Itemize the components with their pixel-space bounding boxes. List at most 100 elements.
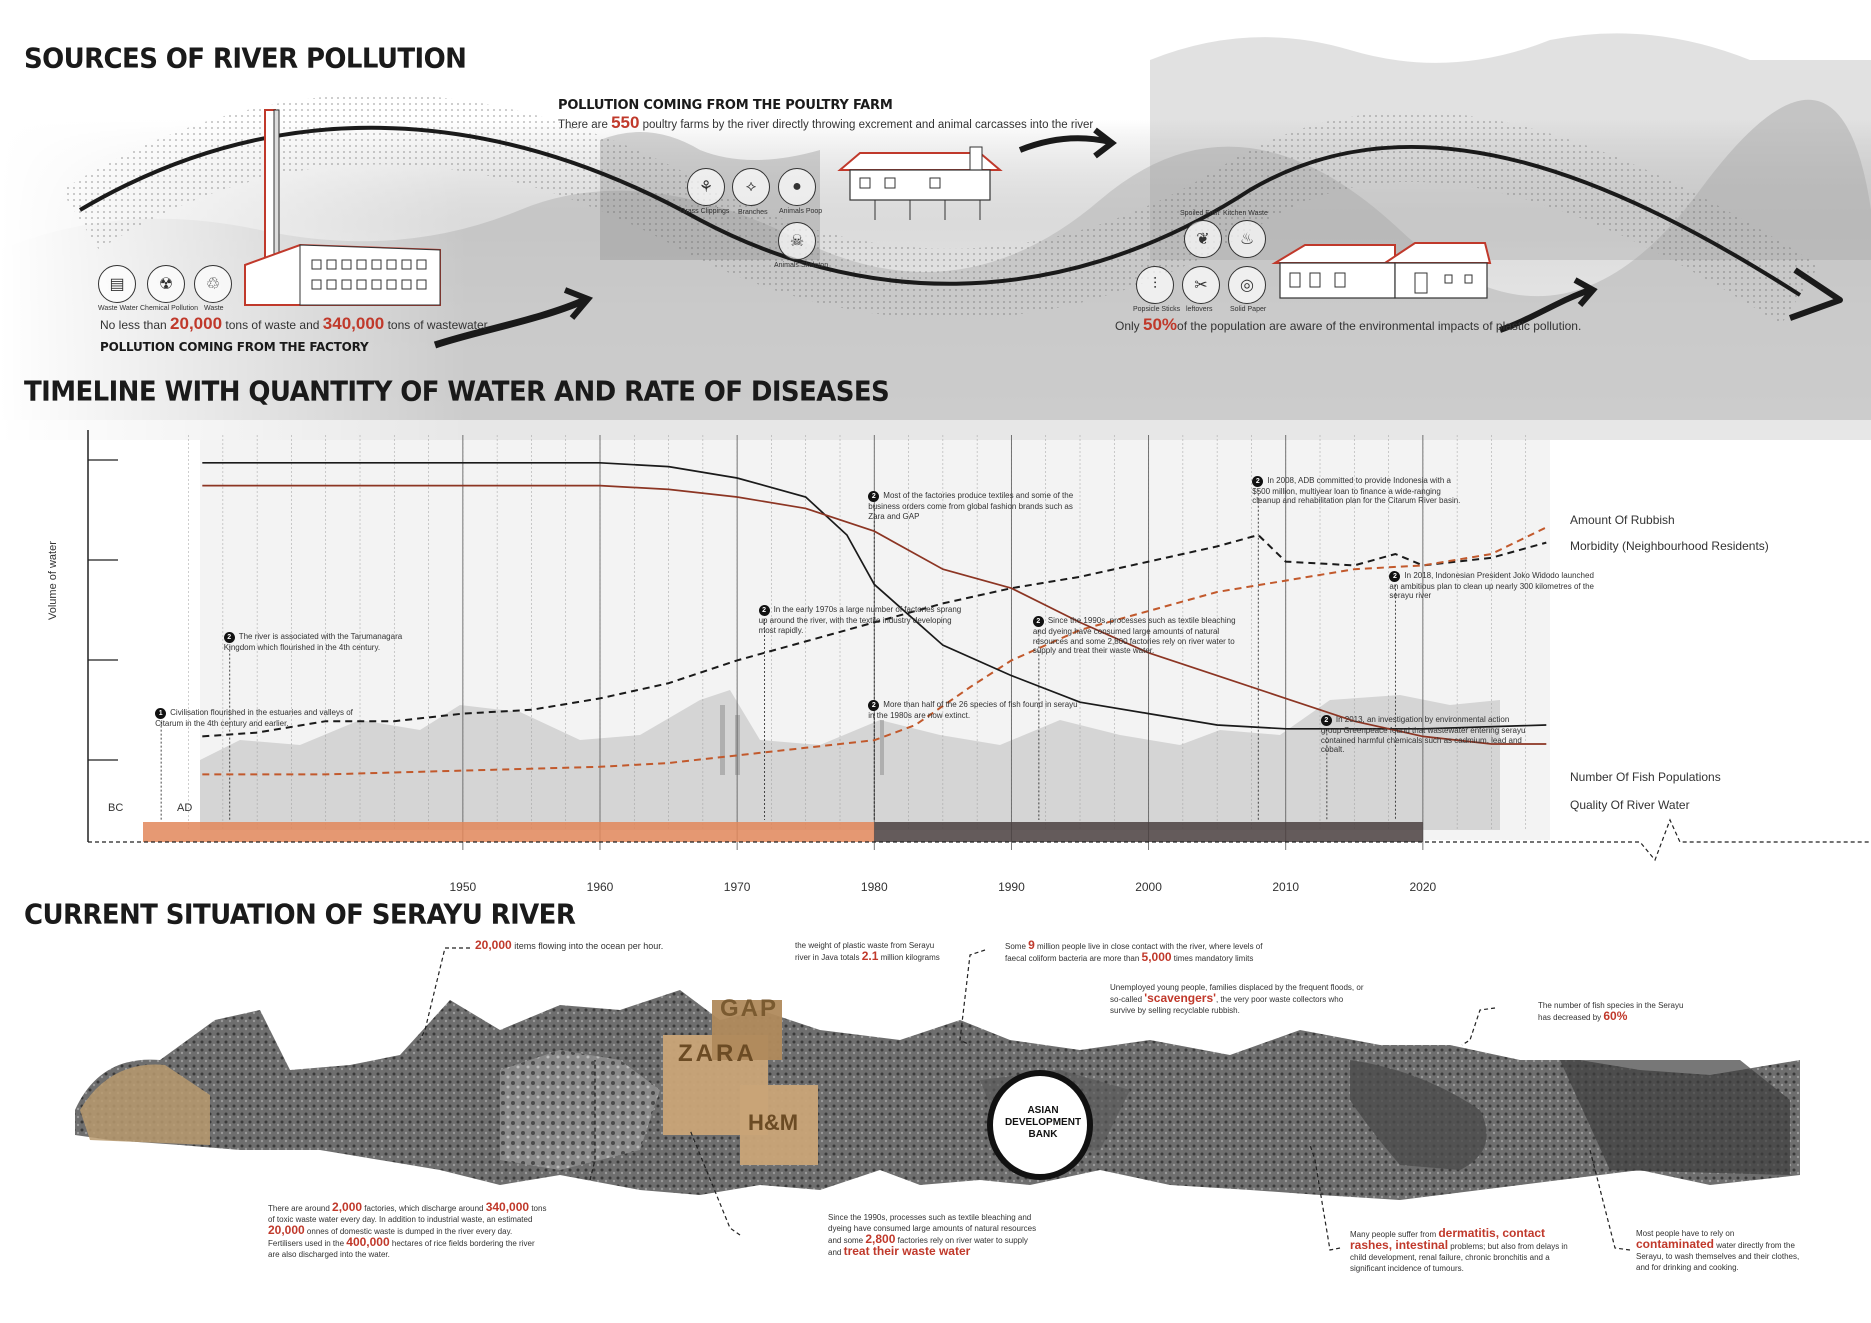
fishbone-icon: ✂ — [1182, 266, 1220, 304]
branches-icon: ⟡ — [732, 168, 770, 206]
paper-icon: ◎ — [1228, 266, 1266, 304]
collage-leader-lines — [419, 947, 1631, 1251]
annotation-badge: 2 — [1252, 475, 1264, 487]
icon-label-waste: Waste — [204, 305, 224, 312]
icon-label-waste-water: Waste Water — [98, 305, 138, 312]
section-title-sources: SOURCES OF RIVER POLLUTION — [24, 43, 467, 75]
annotation-text: Most of the factories produce textiles a… — [868, 491, 1074, 521]
annotation-text: In 2018, Indonesian President Joko Widod… — [1389, 570, 1594, 601]
factory-title: POLLUTION COMING FROM THE FACTORY — [100, 340, 369, 354]
annotation-badge: 2 — [758, 605, 770, 616]
x-tick-label: 2020 — [1409, 880, 1437, 894]
note-plastic-weight: the weight of plastic waste from Serayu … — [795, 941, 940, 963]
annotation-text: More than half of the 26 species of fish… — [868, 700, 1078, 720]
icon-label-popsicle: Popsicle Sticks — [1133, 306, 1181, 313]
annotation-badge: 2 — [1320, 715, 1332, 727]
annotation-badge: 2 — [1032, 616, 1044, 628]
poop-icon: ● — [778, 168, 816, 206]
note-dyeing: Since the 1990s, processes such as texti… — [828, 1213, 1037, 1258]
note-items-per-hour: 20,000 items flowing into the ocean per … — [475, 938, 664, 952]
note-fish-decrease: The number of fish species in the Serayu… — [1538, 1001, 1684, 1023]
legend-water-quality: Quality Of River Water — [1570, 798, 1690, 812]
popsicle-icon: ⫶ — [1136, 266, 1174, 304]
chart-era-bars — [143, 822, 1423, 842]
annotation-text: In 2008, ADB committed to provide Indone… — [1252, 475, 1461, 506]
note-factories: There are around 2,000 factories, which … — [268, 1200, 547, 1259]
era-label-ad: AD — [177, 802, 193, 814]
era-bar-modern — [874, 822, 1423, 842]
waste-icon: ♲ — [194, 265, 232, 303]
factory-stat-text: No less than 20,000 tons of waste and 34… — [100, 314, 488, 333]
poultry-farm-stat: There are 550 poultry farms by the river… — [558, 113, 1094, 132]
fruit-icon: ❦ — [1184, 220, 1222, 258]
x-axis — [88, 818, 1870, 862]
zara-sign: ZARA — [678, 1040, 757, 1067]
adb-sign: ASIAN DEVELOPMENT BANK — [1004, 1105, 1082, 1140]
legend-fish-populations: Number Of Fish Populations — [1570, 770, 1721, 784]
waste-water-icon: ▤ — [98, 265, 136, 303]
poultry-farm-title: POLLUTION COMING FROM THE POULTRY FARM — [558, 98, 893, 113]
annotation-text: Civilisation flourished in the estuaries… — [155, 707, 353, 728]
x-tick-label: 1960 — [586, 880, 614, 894]
household-stat: Only 50%of the population are aware of t… — [1115, 315, 1582, 334]
section-title-timeline: TIMELINE WITH QUANTITY OF WATER AND RATE… — [24, 376, 890, 408]
icon-label-kitchen-waste: Kitchen Waste — [1223, 210, 1268, 217]
x-tick-label: 1990 — [998, 880, 1025, 894]
icon-label-skeleton: Animals Skeleton — [774, 262, 829, 269]
icon-label-leftovers: leftovers — [1186, 306, 1213, 313]
x-tick-label: 1970 — [723, 880, 751, 894]
annotation-badge: 1 — [155, 707, 167, 719]
note-diseases: Many people suffer from dermatitis, cont… — [1350, 1226, 1568, 1273]
series-line-3 — [202, 484, 1547, 745]
era-label-bc: BC — [108, 802, 124, 814]
chart-axis — [87, 430, 1870, 862]
chart-series — [202, 461, 1547, 776]
radiation-icon: ☢ — [147, 265, 185, 303]
legend-morbidity: Morbidity (Neighbourhood Residents) — [1570, 539, 1769, 553]
series-line-1 — [202, 526, 1547, 776]
note-contaminated-water: Most people have to rely on contaminated… — [1636, 1229, 1800, 1272]
series-line-2 — [202, 461, 1547, 730]
icon-label-grass: Grass Clippings — [680, 208, 730, 215]
timeline-chart — [87, 430, 1870, 862]
river-photo-collage — [75, 990, 1800, 1200]
grass-icon: ⚘ — [687, 168, 725, 206]
annotation-badge: 2 — [223, 631, 235, 643]
icon-label-paper: Solid Paper — [1230, 306, 1267, 313]
x-tick-label: 2000 — [1135, 880, 1162, 894]
note-scavengers: Unemployed young people, families displa… — [1110, 983, 1364, 1015]
kitchen-waste-icon: ♨ — [1228, 220, 1266, 258]
note-people-contact: Some 9 million people live in close cont… — [1005, 938, 1263, 964]
x-tick-label: 1980 — [860, 880, 888, 894]
factory-illustration — [244, 109, 441, 306]
section-title-current: CURRENT SITUATION OF SERAYU RIVER — [24, 899, 576, 931]
era-bar-early — [143, 822, 875, 842]
annotation-text: The river is associated with the Taruman… — [223, 631, 403, 652]
annotation-text: In the early 1970s a large number of fac… — [758, 605, 962, 635]
hm-sign: H&M — [748, 1110, 799, 1135]
x-tick-label: 1950 — [449, 880, 477, 894]
annotation-badge: 2 — [868, 700, 880, 711]
skeleton-icon: ☠ — [778, 222, 816, 260]
icon-label-fruit: Spoiled Fruit — [1180, 210, 1220, 217]
annotation-text: Since the 1990s, processes such as texti… — [1032, 616, 1236, 656]
x-tick-label: 2010 — [1272, 880, 1300, 894]
legend-amount-of-rubbish: Amount Of Rubbish — [1570, 513, 1675, 527]
icon-label-poop: Animals Poop — [779, 208, 823, 215]
series-line-0 — [202, 533, 1547, 738]
gap-sign: GAP — [720, 995, 779, 1022]
y-axis-label: Volume of water — [47, 541, 59, 620]
pollution-flow-wave — [61, 94, 1843, 349]
annotation-text: In 2013, an investigation by environment… — [1320, 715, 1526, 755]
household-illustration — [1271, 242, 1492, 299]
icon-label-chemical-pollution: Chemical Pollution — [140, 305, 198, 312]
icon-label-branches: Branches — [738, 209, 768, 216]
